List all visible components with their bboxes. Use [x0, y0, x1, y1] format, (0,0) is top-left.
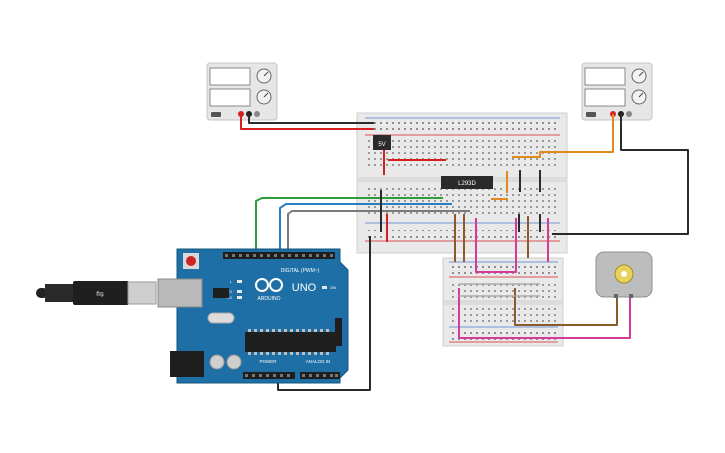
usb-icon: ⇋ [96, 289, 104, 300]
voltage-regulator[interactable]: 5V [373, 135, 391, 150]
dc-motor[interactable] [595, 251, 653, 298]
wire-magenta-1 [475, 218, 517, 273]
wires [240, 114, 689, 391]
power-supply-left[interactable] [206, 62, 278, 121]
wire-brown-4 [514, 288, 618, 326]
wire-red-left-psu [240, 114, 374, 130]
power-label: POWER [259, 359, 277, 364]
wire-green-d [255, 197, 443, 262]
wire-orange-right-psu [512, 114, 614, 158]
board-name: UNO [292, 282, 317, 294]
wire-black-right-psu [552, 114, 689, 235]
rx-label: RX [226, 295, 232, 300]
power-supply-right[interactable] [581, 62, 653, 121]
wire-blue-d [279, 203, 452, 262]
on-label: ON [330, 285, 336, 290]
wire-magenta-3 [458, 288, 631, 339]
l-label: L [230, 279, 233, 284]
wire-black-left-psu [248, 114, 374, 124]
arduino-uno[interactable]: DIGITAL (PWM~) ARDUINO UNO L TX RX ON PO… [157, 248, 349, 384]
arduino-logo: ARDUINO [255, 278, 283, 302]
svg-text:ARDUINO: ARDUINO [257, 296, 280, 302]
tx-label: TX [227, 289, 232, 294]
digital-label: DIGITAL (PWM~) [281, 268, 320, 274]
analog-label: ANALOG IN [306, 359, 331, 364]
ic-label: L293D [458, 181, 476, 187]
usb-cable: ⇋ [36, 281, 157, 305]
l293d-ic[interactable]: L293D [441, 176, 493, 189]
regulator-label: 5V [378, 142, 385, 148]
